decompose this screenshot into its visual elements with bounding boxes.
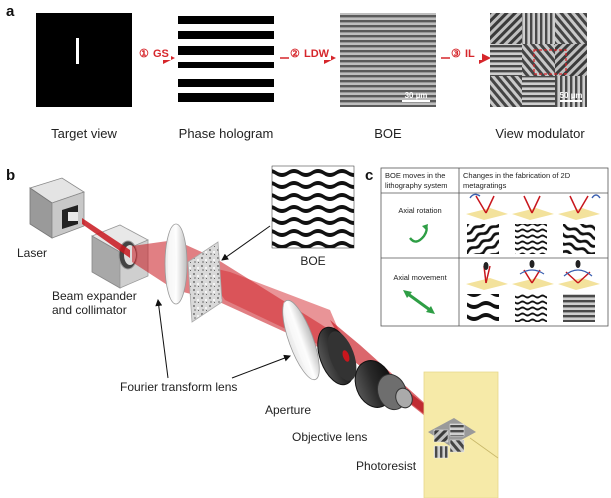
caption-boe: BOE bbox=[374, 126, 402, 141]
label-objective-lens: Objective lens bbox=[292, 430, 367, 444]
movement-arrowhead-1-icon bbox=[403, 290, 412, 298]
movement-setup-2 bbox=[512, 260, 554, 290]
step-2-num: ② bbox=[290, 48, 300, 60]
fourier-lens-1 bbox=[164, 223, 188, 305]
movement-green-icon bbox=[407, 292, 431, 312]
scalebar-modulator bbox=[560, 100, 582, 102]
row-label-axial-rotation: Axial rotation bbox=[398, 206, 441, 215]
movement-arrowhead-2-icon bbox=[426, 306, 435, 314]
rotation-arrowhead-icon bbox=[422, 224, 428, 231]
step-2-label: LDW bbox=[304, 48, 330, 60]
fourier-pointer-1 bbox=[155, 299, 169, 379]
scalebar-modulator-label: 50 µm bbox=[560, 91, 583, 100]
label-beam-expander-1: Beam expander bbox=[52, 289, 137, 303]
movement-setup-3 bbox=[558, 260, 600, 290]
rotation-setup-3 bbox=[558, 194, 601, 220]
boe-zoom-pointer bbox=[221, 225, 271, 261]
boe-plate bbox=[187, 241, 223, 323]
label-fourier-lens: Fourier transform lens bbox=[120, 380, 237, 394]
photoresist-plate bbox=[423, 371, 499, 498]
rotation-setup-2 bbox=[512, 195, 554, 220]
step-label-bg-3 bbox=[450, 46, 482, 60]
step-label-bg-2 bbox=[289, 46, 331, 60]
rotation-setup-1 bbox=[466, 193, 508, 220]
caption-view-modulator: View modulator bbox=[495, 126, 585, 141]
panel-c-header-right-2: metagratings bbox=[463, 181, 507, 190]
aperture bbox=[317, 326, 357, 386]
boe-sem-image: 30 µm bbox=[340, 13, 436, 107]
target-view-image bbox=[36, 13, 132, 107]
movement-pattern-2 bbox=[515, 294, 547, 322]
view-modulator-sem-image: 50 µm bbox=[490, 13, 587, 107]
rotation-pattern-1 bbox=[467, 224, 499, 254]
fourier-lens-2 bbox=[282, 299, 320, 381]
caption-target-view: Target view bbox=[51, 126, 117, 141]
panel-c-letter: c bbox=[365, 167, 373, 184]
laser-device bbox=[29, 177, 85, 239]
panel-b-letter: b bbox=[6, 167, 15, 184]
scalebar-boe bbox=[402, 100, 430, 102]
row-label-axial-movement: Axial movement bbox=[393, 273, 447, 282]
label-photoresist: Photoresist bbox=[356, 459, 417, 473]
label-boe-zoom: BOE bbox=[300, 254, 325, 268]
label-laser: Laser bbox=[17, 246, 47, 260]
scalebar-boe-label: 30 µm bbox=[405, 91, 428, 100]
rotation-pattern-2 bbox=[515, 224, 547, 254]
step-3-label: IL bbox=[465, 48, 475, 60]
step-label-bg-1 bbox=[137, 46, 171, 60]
rotation-pattern-3 bbox=[563, 224, 595, 254]
label-beam-expander-2: and collimator bbox=[52, 303, 127, 317]
panel-c-header-right-1: Changes in the fabrication of 2D bbox=[463, 171, 571, 180]
fourier-pointer-2 bbox=[231, 354, 291, 379]
movement-pattern-1 bbox=[467, 294, 499, 322]
movement-pattern-3 bbox=[563, 294, 595, 322]
step-1-num: ① bbox=[139, 48, 149, 60]
panel-c-header-left-2: lithography system bbox=[385, 181, 448, 190]
phase-hologram-image bbox=[178, 13, 274, 107]
boe-zoom-image bbox=[271, 165, 355, 249]
panel-c-header-left-1: BOE moves in the bbox=[385, 171, 445, 180]
panel-a-letter: a bbox=[6, 3, 15, 20]
label-aperture: Aperture bbox=[265, 403, 311, 417]
step-1-label: GS bbox=[153, 48, 169, 60]
caption-phase-hologram: Phase hologram bbox=[179, 126, 274, 141]
movement-setup-1 bbox=[466, 262, 508, 290]
highlight-box bbox=[533, 49, 567, 75]
objective-lens bbox=[354, 360, 413, 411]
step-3-num: ③ bbox=[451, 48, 461, 60]
